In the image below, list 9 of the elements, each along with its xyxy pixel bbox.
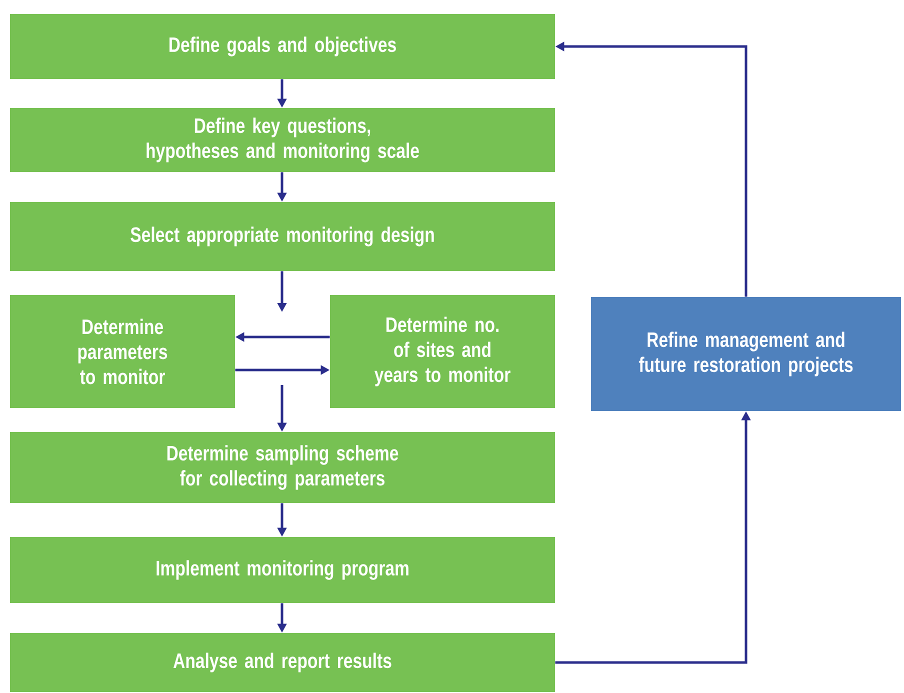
feedback-box: Refine management and future restoration projects bbox=[591, 297, 902, 411]
process-box: Determine no. of sites and years to monitor bbox=[330, 295, 555, 408]
process-box: Determine sampling scheme for collecting parameters bbox=[10, 432, 555, 503]
process-box: Analyse and report results bbox=[10, 633, 555, 692]
process-box: Define key questions, hypotheses and monitoring scale bbox=[10, 108, 555, 172]
process-box: Select appropriate monitoring design bbox=[10, 202, 555, 271]
process-box: Define goals and objectives bbox=[10, 14, 555, 79]
process-box: Implement monitoring program bbox=[10, 537, 555, 603]
process-box: Determine parameters to monitor bbox=[10, 295, 235, 408]
